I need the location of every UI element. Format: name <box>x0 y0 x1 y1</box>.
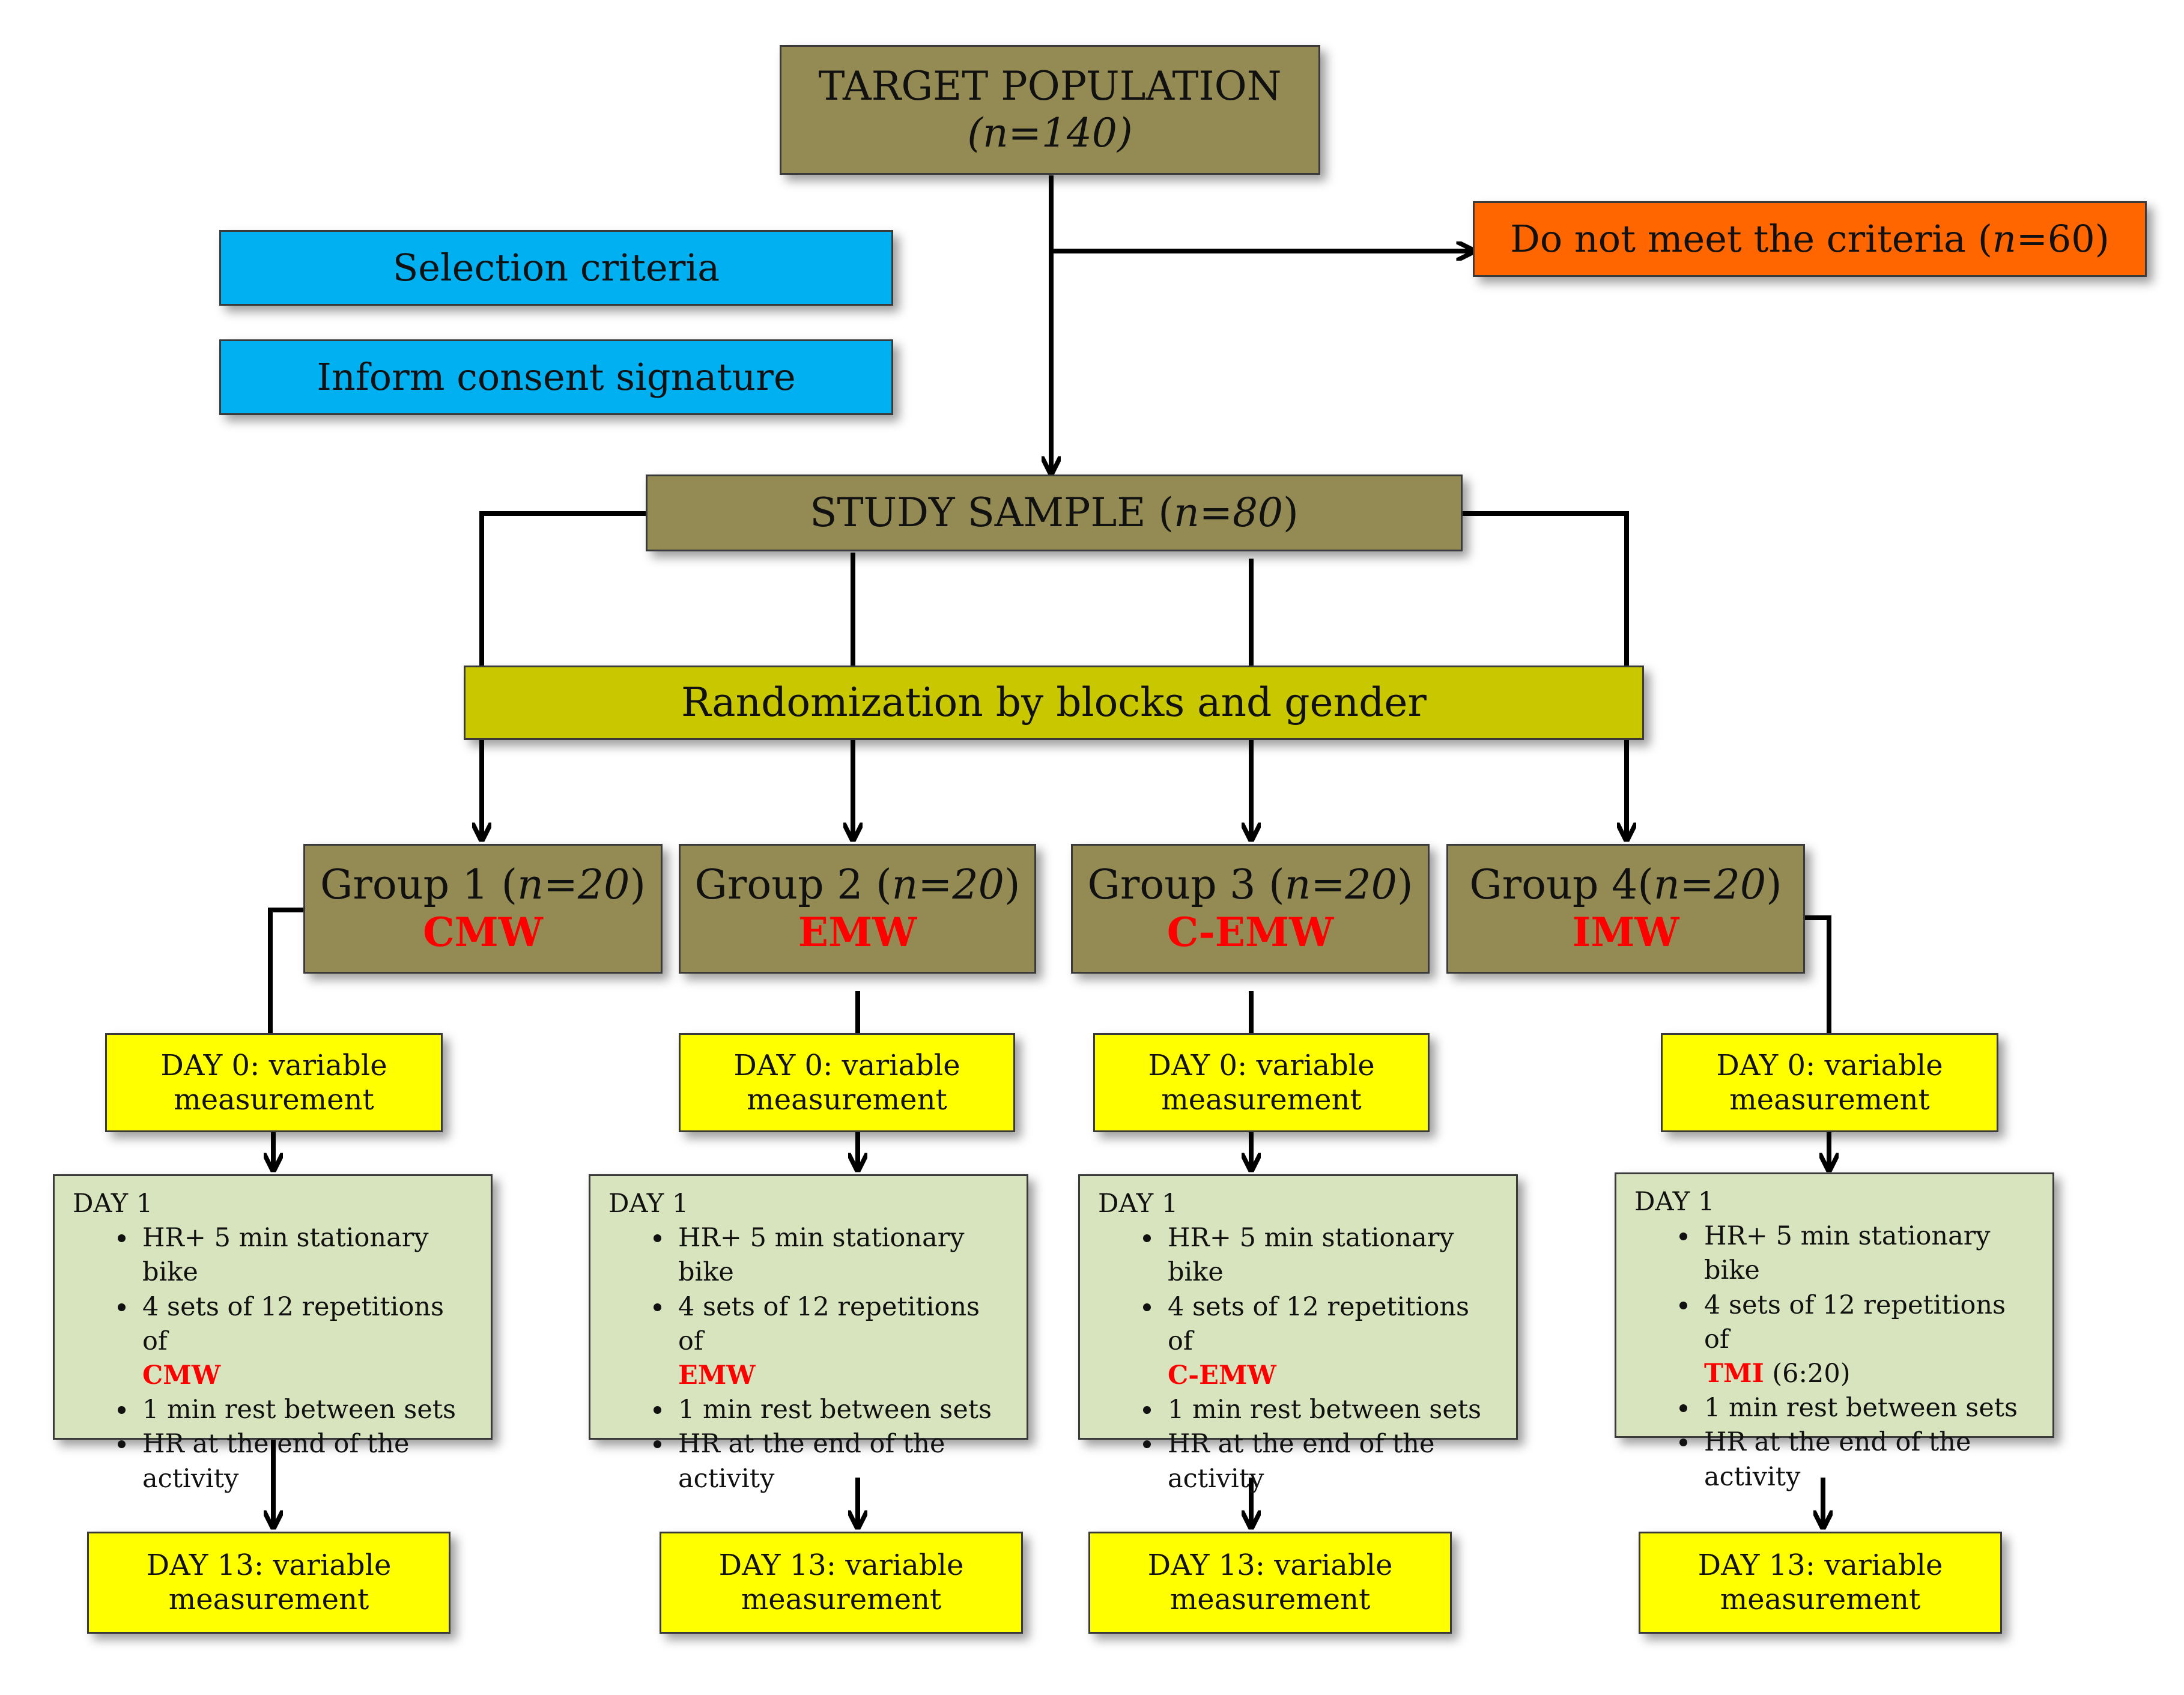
day13-line2: measurement <box>1169 1583 1371 1616</box>
day0-box-2: DAY 0: variable measurement <box>679 1033 1015 1132</box>
group-3-box: Group 3 (n=20) C-EMW <box>1071 844 1430 974</box>
group-1-code: CMW <box>423 909 543 956</box>
day1-step-sets: 4 sets of 12 repetitions ofC-EMW <box>1163 1290 1498 1393</box>
day13-box-2: DAY 13: variable measurement <box>660 1532 1023 1634</box>
target-population-box: TARGET POPULATION (n=140) <box>780 45 1320 175</box>
day1-title: DAY 1 <box>73 1189 153 1219</box>
day0-box-4: DAY 0: variable measurement <box>1661 1033 1998 1132</box>
day0-box-3: DAY 0: variable measurement <box>1093 1033 1430 1132</box>
group4-to-day0-line <box>1805 915 1831 1033</box>
day0-line2: measurement <box>747 1082 947 1117</box>
day1-step-rest: 1 min rest between sets <box>673 1393 1009 1427</box>
day0-box-1: DAY 0: variable measurement <box>105 1033 443 1132</box>
day0-line1: DAY 0: variable <box>733 1048 960 1082</box>
day13-line2: measurement <box>1720 1583 1921 1616</box>
day1-title: DAY 1 <box>1098 1189 1178 1219</box>
group-4-box: Group 4(n=20) IMW <box>1446 844 1805 974</box>
group-4-label: Group 4(n=20) <box>1469 861 1782 909</box>
consent-signature-box: Inform consent signature <box>219 339 893 415</box>
randomization-label: Randomization by blocks and gender <box>681 679 1427 726</box>
exclusion-label: Do not meet the criteria (n=60) <box>1510 217 2110 261</box>
day1-step-warmup: HR+ 5 min stationary bike <box>138 1221 473 1290</box>
day1-steps: HR+ 5 min stationary bike 4 sets of 12 r… <box>608 1221 1009 1496</box>
group1-to-day0-line <box>268 908 303 1033</box>
group-3-label: Group 3 (n=20) <box>1087 861 1413 909</box>
day13-box-4: DAY 13: variable measurement <box>1639 1532 2002 1634</box>
day1-box-1: DAY 1 HR+ 5 min stationary bike 4 sets o… <box>53 1174 493 1494</box>
group-2-box: Group 2 (n=20) EMW <box>679 844 1036 974</box>
day1-box-2: DAY 1 HR+ 5 min stationary bike 4 sets o… <box>589 1174 1028 1494</box>
study-sample-label: STUDY SAMPLE (n=80) <box>810 490 1299 536</box>
group-2-code: EMW <box>798 909 917 956</box>
day1-steps: HR+ 5 min stationary bike 4 sets of 12 r… <box>73 1221 473 1496</box>
group-1-box: Group 1 (n=20) CMW <box>303 844 663 974</box>
day0-line2: measurement <box>174 1082 374 1117</box>
group-4-code: IMW <box>1572 909 1679 956</box>
day13-line2: measurement <box>168 1583 369 1616</box>
randomization-box: Randomization by blocks and gender <box>464 666 1644 740</box>
day0-line2: measurement <box>1161 1082 1362 1117</box>
day13-line1: DAY 13: variable <box>718 1548 964 1583</box>
target-population-count: (n=140) <box>967 110 1133 156</box>
sample-right-branch <box>1463 511 1629 667</box>
group-1-label: Group 1 (n=20) <box>320 861 646 909</box>
day13-box-3: DAY 13: variable measurement <box>1088 1532 1452 1634</box>
day1-title: DAY 1 <box>608 1189 689 1219</box>
day1-box-4: DAY 1 HR+ 5 min stationary bike 4 sets o… <box>1615 1172 2054 1492</box>
group-2-label: Group 2 (n=20) <box>694 861 1021 909</box>
day1-step-rest: 1 min rest between sets <box>1699 1391 2034 1425</box>
selection-criteria-label: Selection criteria <box>392 246 720 290</box>
day1-step-warmup: HR+ 5 min stationary bike <box>1163 1221 1498 1290</box>
day13-line1: DAY 13: variable <box>146 1548 392 1583</box>
day1-step-rest: 1 min rest between sets <box>1163 1393 1498 1427</box>
day1-steps: HR+ 5 min stationary bike 4 sets of 12 r… <box>1634 1219 2034 1494</box>
target-population-title: TARGET POPULATION <box>818 63 1282 110</box>
day1-step-warmup: HR+ 5 min stationary bike <box>1699 1219 2034 1288</box>
selection-criteria-box: Selection criteria <box>219 230 893 306</box>
day13-line1: DAY 13: variable <box>1697 1548 1943 1583</box>
day13-line2: measurement <box>741 1583 942 1616</box>
day13-box-1: DAY 13: variable measurement <box>87 1532 450 1634</box>
consent-signature-label: Inform consent signature <box>317 355 796 399</box>
day1-title: DAY 1 <box>1634 1187 1715 1217</box>
day0-line2: measurement <box>1729 1082 1930 1117</box>
exclusion-box: Do not meet the criteria (n=60) <box>1473 201 2147 277</box>
day1-step-rest: 1 min rest between sets <box>138 1393 473 1427</box>
group-3-code: C-EMW <box>1166 909 1334 956</box>
day0-line1: DAY 0: variable <box>160 1048 387 1082</box>
day0-line1: DAY 0: variable <box>1716 1048 1943 1082</box>
day1-step-warmup: HR+ 5 min stationary bike <box>673 1221 1009 1290</box>
day1-box-3: DAY 1 HR+ 5 min stationary bike 4 sets o… <box>1078 1174 1518 1494</box>
day1-steps: HR+ 5 min stationary bike 4 sets of 12 r… <box>1098 1221 1498 1496</box>
study-sample-box: STUDY SAMPLE (n=80) <box>646 475 1463 551</box>
day13-line1: DAY 13: variable <box>1147 1548 1393 1583</box>
sample-left-branch <box>479 511 646 667</box>
day0-line1: DAY 0: variable <box>1148 1048 1375 1082</box>
